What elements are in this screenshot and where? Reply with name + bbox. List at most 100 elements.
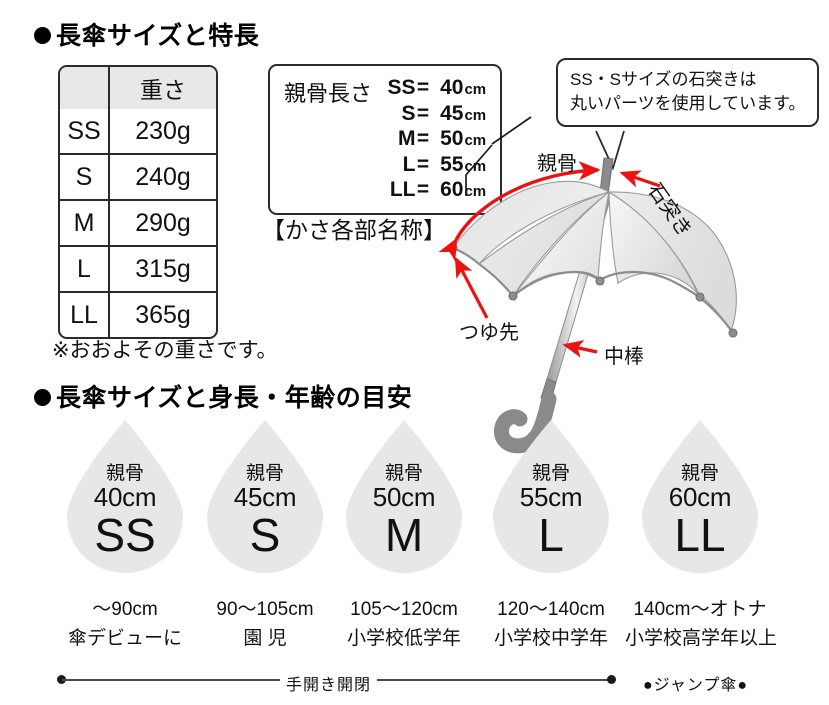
rib-length-row: S= 45cm [385, 101, 486, 127]
table-header-row: 重さ [60, 67, 216, 109]
table-header-weight: 重さ [110, 67, 216, 109]
teardrop-shape [67, 420, 183, 573]
rib-size: M [397, 127, 416, 151]
table-corner-cell [60, 67, 110, 109]
drop-size-code: SS [94, 509, 156, 561]
age-description: 小学校低学年 [346, 627, 461, 649]
rib-size: S [401, 101, 416, 125]
drop-size-code: L [538, 509, 564, 561]
rib-eq: = [416, 178, 430, 202]
label-rib: 親骨 [537, 153, 577, 175]
diagram-caption: 【かさ各部名称】 [262, 217, 446, 243]
rib-length-row: SS=40cm [385, 75, 486, 101]
size-info-l: 120〜140cm 小学校中学年 [476, 596, 626, 653]
height-range: 〜90cm [92, 599, 158, 620]
table-row: L 315g [60, 247, 216, 293]
cell-weight: 290g [110, 201, 216, 247]
cell-weight: 315g [110, 247, 216, 293]
rib-measure-arrow [438, 161, 601, 262]
drop-rib-value: 45cm [233, 482, 297, 512]
size-info-ss: 〜90cm 傘デビューに [50, 596, 200, 653]
height-range: 120〜140cm [497, 599, 605, 620]
size-info-s: 90〜105cm 園 児 [190, 596, 340, 653]
age-description: 傘デビューに [67, 627, 182, 649]
rib-eq: = [416, 76, 430, 99]
rib-length-title: 親骨長さ [284, 81, 373, 106]
ferrule-callout-balloon: SS・Sサイズの石突きは 丸いパーツを使用しています。 [556, 58, 820, 128]
size-drop-m: 親骨 50cm M [345, 420, 463, 575]
teardrop-shape [642, 420, 758, 573]
rib-value: 40 [440, 76, 464, 99]
height-range: 105〜120cm [350, 599, 458, 620]
bar-label-jump: ●ジャンプ傘● [637, 671, 755, 695]
rib-size: L [402, 152, 416, 176]
size-drop-ll: 親骨 60cm LL [641, 420, 759, 575]
cell-size: M [60, 201, 110, 247]
size-drop-ss: 親骨 40cm SS [66, 420, 184, 575]
drop-size-code: M [384, 509, 424, 561]
age-description: 園 児 [243, 627, 287, 649]
cell-weight: 365g [135, 300, 191, 329]
ferrule-arrow [619, 170, 661, 188]
label-tip-cup: つゆ先 [459, 322, 519, 344]
table-row: LL 365g [60, 293, 216, 337]
rib-value: 45 [440, 101, 464, 125]
size-drop-l: 親骨 55cm L [492, 420, 610, 575]
teardrop-shape [346, 420, 462, 573]
bullet-icon [34, 27, 51, 44]
drop-rib-label: 親骨 [105, 463, 144, 484]
bullet-icon [34, 389, 51, 406]
weight-table-note: ※おおよその重さです。 [52, 339, 278, 362]
age-description: 小学校高学年以上 [625, 627, 778, 649]
cell-weight: 230g [110, 109, 216, 155]
table-row: M 290g [60, 201, 216, 247]
drop-rib-value: 40cm [93, 482, 157, 512]
size-info-ll: 140cm〜オトナ 小学校高学年以上 [625, 596, 778, 653]
drop-rib-label: 親骨 [531, 463, 570, 484]
tip-cup-arrow [454, 256, 489, 319]
teardrop-shape [207, 420, 323, 573]
rib-eq: = [416, 152, 430, 176]
rib-value: 50 [440, 127, 464, 151]
height-range: 140cm〜オトナ [633, 599, 767, 620]
bar-dot-left [57, 675, 66, 684]
teardrop-shape [493, 420, 609, 573]
drop-rib-value: 50cm [372, 482, 436, 512]
drop-rib-label: 親骨 [245, 463, 284, 484]
rib-unit: cm [464, 132, 487, 150]
height-range: 90〜105cm [216, 599, 314, 620]
rib-size: SS [387, 76, 416, 99]
size-drop-s: 親骨 45cm S [206, 420, 324, 575]
callout-tail [595, 130, 625, 171]
section-heading-features: 長傘サイズと特長 [34, 16, 259, 52]
drop-rib-label: 親骨 [384, 463, 423, 484]
bar-label-manual: 手開き開閉 [280, 671, 378, 695]
size-info-m: 105〜120cm 小学校低学年 [329, 596, 479, 653]
weight-table: 重さ SS 230g S 240g M 290g L 315g LL 365g [58, 65, 218, 339]
rib-unit: cm [464, 106, 487, 124]
bar-dot-right [607, 675, 616, 684]
drop-size-code: S [249, 509, 281, 561]
rib-size: LL [389, 178, 416, 202]
drop-rib-label: 親骨 [680, 463, 719, 484]
table-row: S 240g [60, 155, 216, 201]
drop-rib-value: 55cm [519, 482, 583, 512]
section-heading-size-guide: 長傘サイズと身長・年齢の目安 [34, 378, 412, 414]
cell-size: S [60, 155, 110, 201]
rib-eq: = [416, 127, 430, 151]
label-shaft: 中棒 [604, 346, 644, 368]
cell-size: LL [60, 293, 110, 337]
rib-eq: = [416, 101, 430, 125]
shaft-arrow [562, 340, 598, 358]
section-heading-features-text: 長傘サイズと特長 [56, 22, 260, 50]
section-heading-size-guide-text: 長傘サイズと身長・年齢の目安 [56, 384, 413, 412]
callout-line-1: SS・Sサイズの石突きは [570, 70, 757, 89]
cell-size: L [60, 247, 110, 293]
rib-length-row: M= 50cm [385, 126, 486, 152]
drop-size-code: LL [674, 509, 726, 561]
age-description: 小学校中学年 [493, 627, 608, 649]
drop-rib-value: 60cm [668, 482, 732, 512]
cell-weight: 240g [110, 155, 216, 201]
